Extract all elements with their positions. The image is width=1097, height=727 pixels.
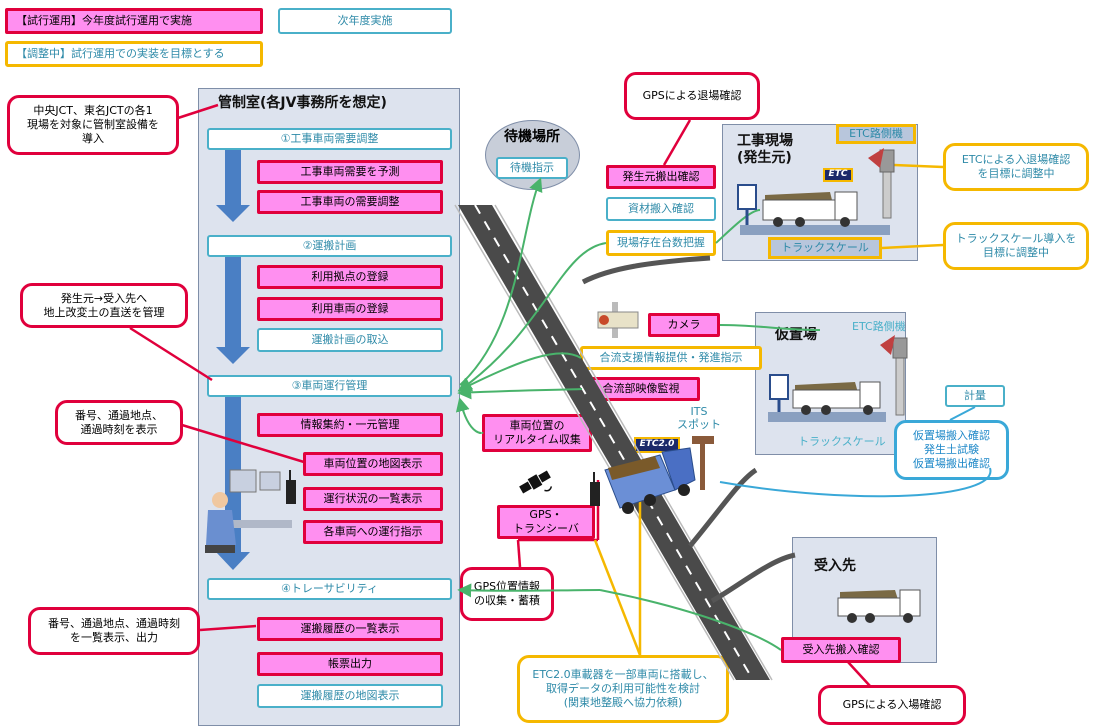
radio-icon (286, 470, 600, 506)
operator-icon (205, 470, 292, 553)
truck-icon (768, 335, 907, 422)
yellow-tails (595, 165, 943, 655)
satellite-icon (518, 469, 556, 502)
its-spot-icon (692, 436, 714, 490)
etc-gate-icon (868, 148, 894, 218)
truck-icon (738, 185, 890, 235)
camera-icon (598, 302, 638, 338)
road (455, 205, 795, 680)
truck-icon (838, 590, 920, 623)
